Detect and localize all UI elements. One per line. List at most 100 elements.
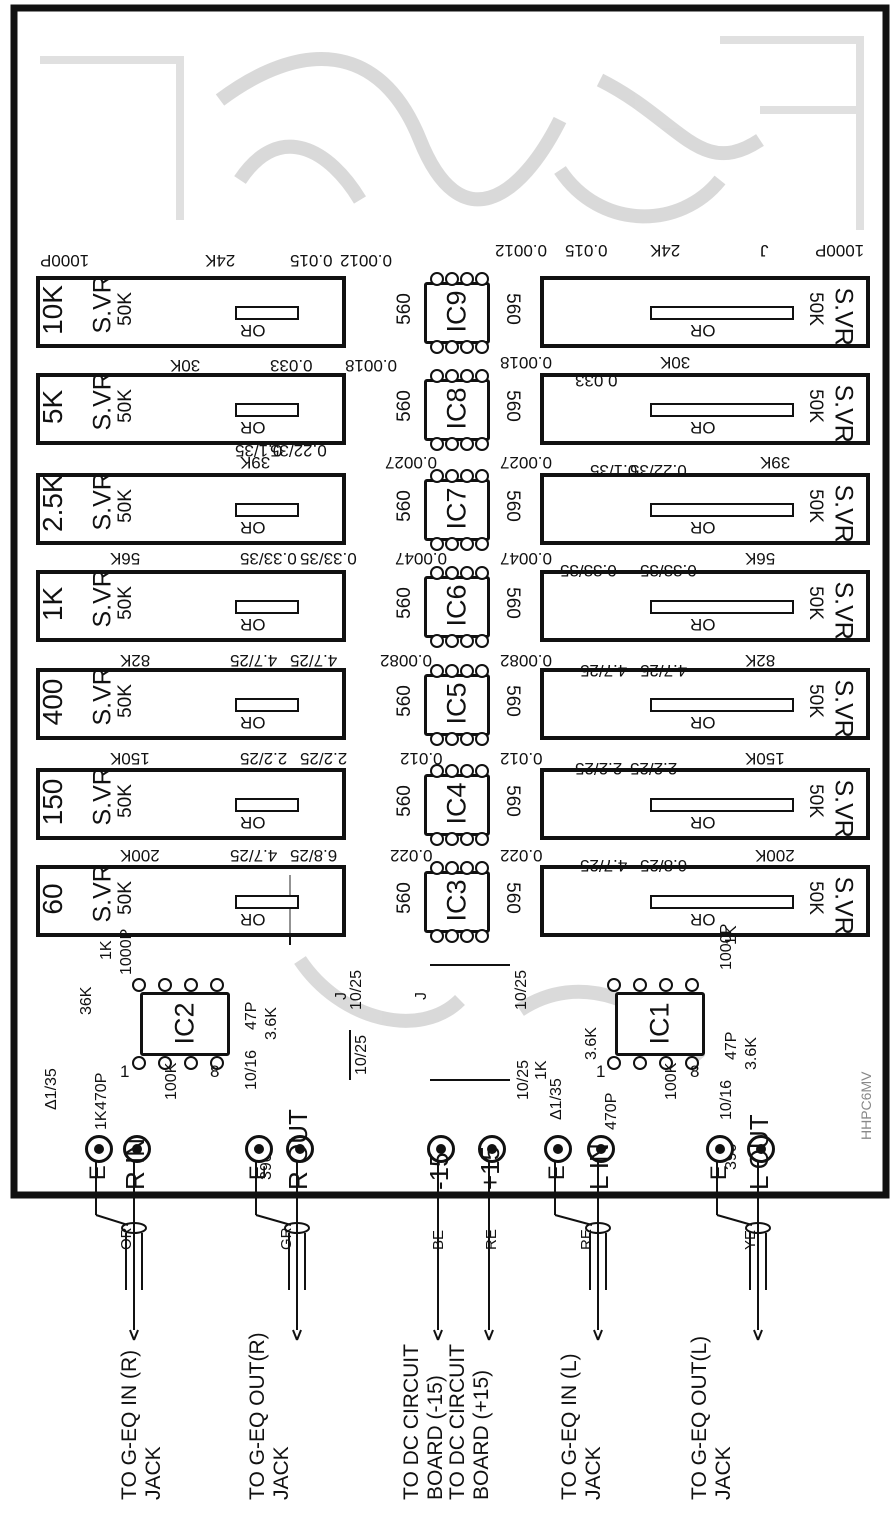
vr-box-r	[36, 570, 346, 642]
component-value-label: 4.7/25	[290, 651, 338, 670]
ic1-label: IC1	[644, 1002, 675, 1045]
jack-ground-terminal[interactable]	[85, 1135, 113, 1163]
band-frequency-label: 60	[37, 883, 68, 915]
component-value-label: 56K	[745, 549, 776, 568]
jack-name-label: -15	[424, 1152, 454, 1190]
component-value-label: 82K	[745, 651, 776, 670]
vr2-slider-track	[650, 503, 794, 517]
ic-pin	[430, 664, 444, 678]
jack-signal-terminal[interactable]	[123, 1135, 151, 1163]
part-label-r: 10/25	[348, 969, 365, 1010]
or-wire-label: OR	[690, 713, 716, 732]
component-value-label: 6.8/25	[290, 846, 338, 865]
component-value-label: 4.7/25	[580, 661, 628, 680]
vr2-value-label: 50K	[805, 389, 826, 423]
ic-pin	[430, 861, 444, 875]
component-value-label: 24K	[205, 251, 236, 270]
pin-number: 8	[210, 1062, 220, 1081]
ic-pin	[460, 537, 474, 551]
resistor-560-top: 560	[394, 882, 415, 914]
jack-ground-terminal[interactable]	[544, 1135, 572, 1163]
shield-ring	[284, 1222, 310, 1234]
component-value-label: 200K	[120, 846, 160, 865]
ic-pin	[460, 861, 474, 875]
ic-pin	[430, 340, 444, 354]
jack-ground-terminal[interactable]	[706, 1135, 734, 1163]
vr-value-label: 50K	[115, 292, 136, 326]
ic-pin	[430, 369, 444, 383]
part-label-l: 470P	[603, 1092, 620, 1130]
component-value-label: 0.0018	[345, 356, 397, 375]
ic-pin	[445, 929, 459, 943]
part-label-l: 3.6K	[583, 1027, 600, 1060]
wire	[133, 1329, 139, 1341]
ic-pin	[445, 272, 459, 286]
part-label-r: 36K	[78, 986, 95, 1015]
component-value-label: 0.33/35	[300, 549, 357, 568]
jack-ground-terminal[interactable]	[245, 1135, 273, 1163]
jack-signal-terminal[interactable]	[747, 1135, 775, 1163]
component-value-label: 4.7/25	[580, 856, 628, 875]
ic-pin	[430, 469, 444, 483]
ic-pin	[445, 340, 459, 354]
component-value-label: 0.0027	[385, 453, 437, 472]
component-value-label: 0.33/35	[640, 561, 697, 580]
vr-name-label: S.VR	[88, 767, 117, 826]
component-value-label: 2.2/25	[300, 749, 348, 768]
ic-pin	[445, 537, 459, 551]
component-value-label: 4.7/25	[230, 651, 278, 670]
component-value-label: 0.0018	[500, 353, 552, 372]
part-label-r: 1K	[93, 1110, 110, 1130]
ic-pin	[475, 732, 489, 746]
ic-pin	[210, 1056, 224, 1070]
jack-signal-terminal[interactable]	[286, 1135, 314, 1163]
part-label-l: 3.6K	[743, 1037, 760, 1070]
destination-label-line2: JACK	[142, 1446, 165, 1500]
or-wire-label: OR	[240, 321, 266, 340]
vr2-name-label: S.VR	[829, 679, 858, 738]
resistor-560-bottom: 560	[502, 490, 523, 522]
part-label-l: J	[413, 992, 430, 1000]
ic-pin	[445, 664, 459, 678]
wire-color-label: OR	[118, 1227, 135, 1251]
ic-chip	[424, 479, 490, 541]
vr2-name-label: S.VR	[829, 779, 858, 838]
or-wire-label: OR	[240, 518, 266, 537]
component-value-label: 0.0027	[500, 453, 552, 472]
jack-name-label: L IN	[584, 1143, 614, 1190]
ic-pin	[445, 764, 459, 778]
jack-signal-terminal[interactable]	[427, 1135, 455, 1163]
ic-pin	[475, 634, 489, 648]
vr-name-label: S.VR	[88, 472, 117, 531]
resistor-560-top: 560	[394, 390, 415, 422]
destination-label: TO G-EQ IN (L)	[558, 1353, 581, 1500]
ic-pin	[445, 732, 459, 746]
component-value-label: 24K	[650, 241, 681, 260]
ic-pin	[430, 929, 444, 943]
vr2-name-label: S.VR	[829, 287, 858, 346]
ic-pin	[475, 369, 489, 383]
part-label-r: 10/25	[353, 1034, 370, 1075]
or-wire-label: OR	[690, 518, 716, 537]
component-value-label: 6.8/25	[640, 856, 688, 875]
part-label-r: 3.6K	[263, 1007, 280, 1040]
ic-pin	[460, 272, 474, 286]
vr2-slider-track	[650, 798, 794, 812]
component-value-label: 2.2/25	[630, 759, 678, 778]
component-value-label: 0.022	[390, 846, 433, 865]
pin-number: 1	[596, 1062, 606, 1081]
ic-pin	[460, 929, 474, 943]
or-wire-label: OR	[690, 418, 716, 437]
component-value-label: 0.0047	[395, 549, 447, 568]
jack-signal-terminal[interactable]	[587, 1135, 615, 1163]
vr-name-label: S.VR	[88, 569, 117, 628]
resistor-560-top: 560	[394, 587, 415, 619]
ic-pin	[445, 861, 459, 875]
vr-name-label: S.VR	[88, 667, 117, 726]
ic-chip	[424, 674, 490, 736]
vr-slider-track	[235, 895, 299, 909]
jack-signal-terminal[interactable]	[478, 1135, 506, 1163]
vr-slider-track	[235, 503, 299, 517]
destination-label-line2: BOARD (+15)	[470, 1369, 493, 1500]
pin-number: 1	[120, 1062, 130, 1081]
